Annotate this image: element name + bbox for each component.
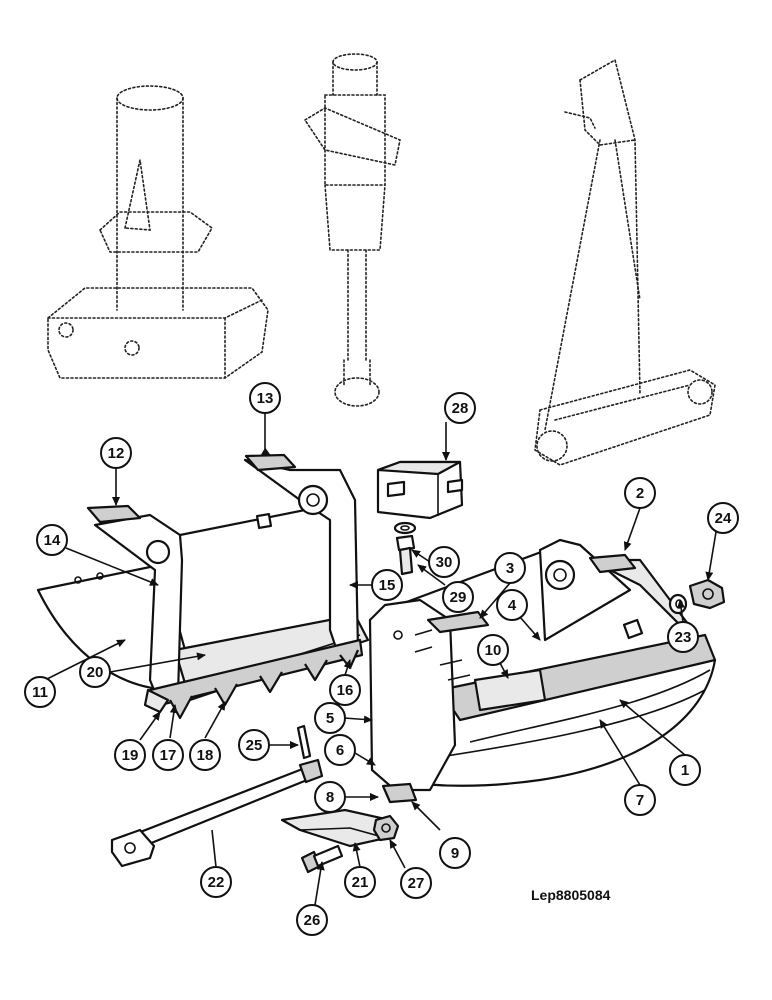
callout-7: 7 <box>624 784 656 816</box>
svg-text:8: 8 <box>326 789 334 806</box>
washer-30 <box>393 521 417 535</box>
svg-text:24: 24 <box>715 510 732 527</box>
callout-11: 11 <box>24 676 56 708</box>
callout-13: 13 <box>249 382 281 414</box>
ghost-a-frame <box>534 58 716 466</box>
callout-14: 14 <box>36 524 68 556</box>
svg-text:25: 25 <box>246 737 263 754</box>
pin-22 <box>110 758 324 868</box>
callout-5: 5 <box>314 702 346 734</box>
svg-text:20: 20 <box>87 664 104 681</box>
svg-text:29: 29 <box>450 589 467 606</box>
callout-20: 20 <box>79 656 111 688</box>
svg-text:13: 13 <box>257 390 274 407</box>
callout-12: 12 <box>100 437 132 469</box>
right-bucket-assembly <box>368 538 717 804</box>
svg-text:19: 19 <box>122 747 139 764</box>
nut-24 <box>688 578 726 610</box>
svg-text:9: 9 <box>451 845 459 862</box>
svg-text:30: 30 <box>436 554 453 571</box>
svg-text:16: 16 <box>337 682 354 699</box>
svg-text:1: 1 <box>681 762 689 779</box>
drawing-code: Lep8805084 <box>531 887 611 903</box>
svg-text:23: 23 <box>675 629 692 646</box>
svg-text:15: 15 <box>379 577 396 594</box>
svg-text:6: 6 <box>336 742 344 759</box>
svg-text:21: 21 <box>352 874 369 891</box>
callout-30: 30 <box>428 546 460 578</box>
callout-21: 21 <box>344 866 376 898</box>
ghost-cylinder <box>303 53 401 407</box>
callout-29: 29 <box>442 581 474 613</box>
svg-text:7: 7 <box>636 792 644 809</box>
ghost-mount-column <box>47 85 269 379</box>
svg-text:10: 10 <box>485 642 502 659</box>
bolt-26 <box>300 844 344 874</box>
svg-text:17: 17 <box>160 747 177 764</box>
svg-text:22: 22 <box>208 874 225 891</box>
svg-text:18: 18 <box>197 747 214 764</box>
svg-text:11: 11 <box>32 684 48 701</box>
callout-4: 4 <box>496 589 528 621</box>
callout-2: 2 <box>624 477 656 509</box>
callout-3: 3 <box>494 552 526 584</box>
washer-23 <box>668 593 688 615</box>
callout-27: 27 <box>400 867 432 899</box>
callout-28: 28 <box>444 392 476 424</box>
svg-text:5: 5 <box>326 710 334 727</box>
bolt-29 <box>395 534 416 576</box>
svg-text:14: 14 <box>44 532 61 549</box>
lock-pin-25 <box>296 724 312 760</box>
svg-text:12: 12 <box>108 445 125 462</box>
callout-23: 23 <box>667 621 699 653</box>
callout-22: 22 <box>200 866 232 898</box>
callout-19: 19 <box>114 739 146 771</box>
callout-25: 25 <box>238 729 270 761</box>
svg-text:28: 28 <box>452 400 469 417</box>
callout-6: 6 <box>324 734 356 766</box>
callout-10: 10 <box>477 634 509 666</box>
svg-text:27: 27 <box>408 875 425 892</box>
callout-26: 26 <box>296 904 328 936</box>
left-bucket-assembly <box>36 453 370 720</box>
callout-9: 9 <box>439 837 471 869</box>
svg-text:4: 4 <box>508 597 517 614</box>
svg-text:2: 2 <box>636 485 644 502</box>
callout-18: 18 <box>189 739 221 771</box>
callout-17: 17 <box>152 739 184 771</box>
bracket-part-28 <box>376 460 464 520</box>
svg-text:26: 26 <box>304 912 321 929</box>
leader-lines <box>44 413 717 906</box>
callout-15: 15 <box>371 569 403 601</box>
callout-1: 1 <box>669 754 701 786</box>
nut-27 <box>372 814 400 842</box>
callout-16: 16 <box>329 674 361 706</box>
callout-8: 8 <box>314 781 346 813</box>
callout-24: 24 <box>707 502 739 534</box>
svg-text:3: 3 <box>506 560 514 577</box>
